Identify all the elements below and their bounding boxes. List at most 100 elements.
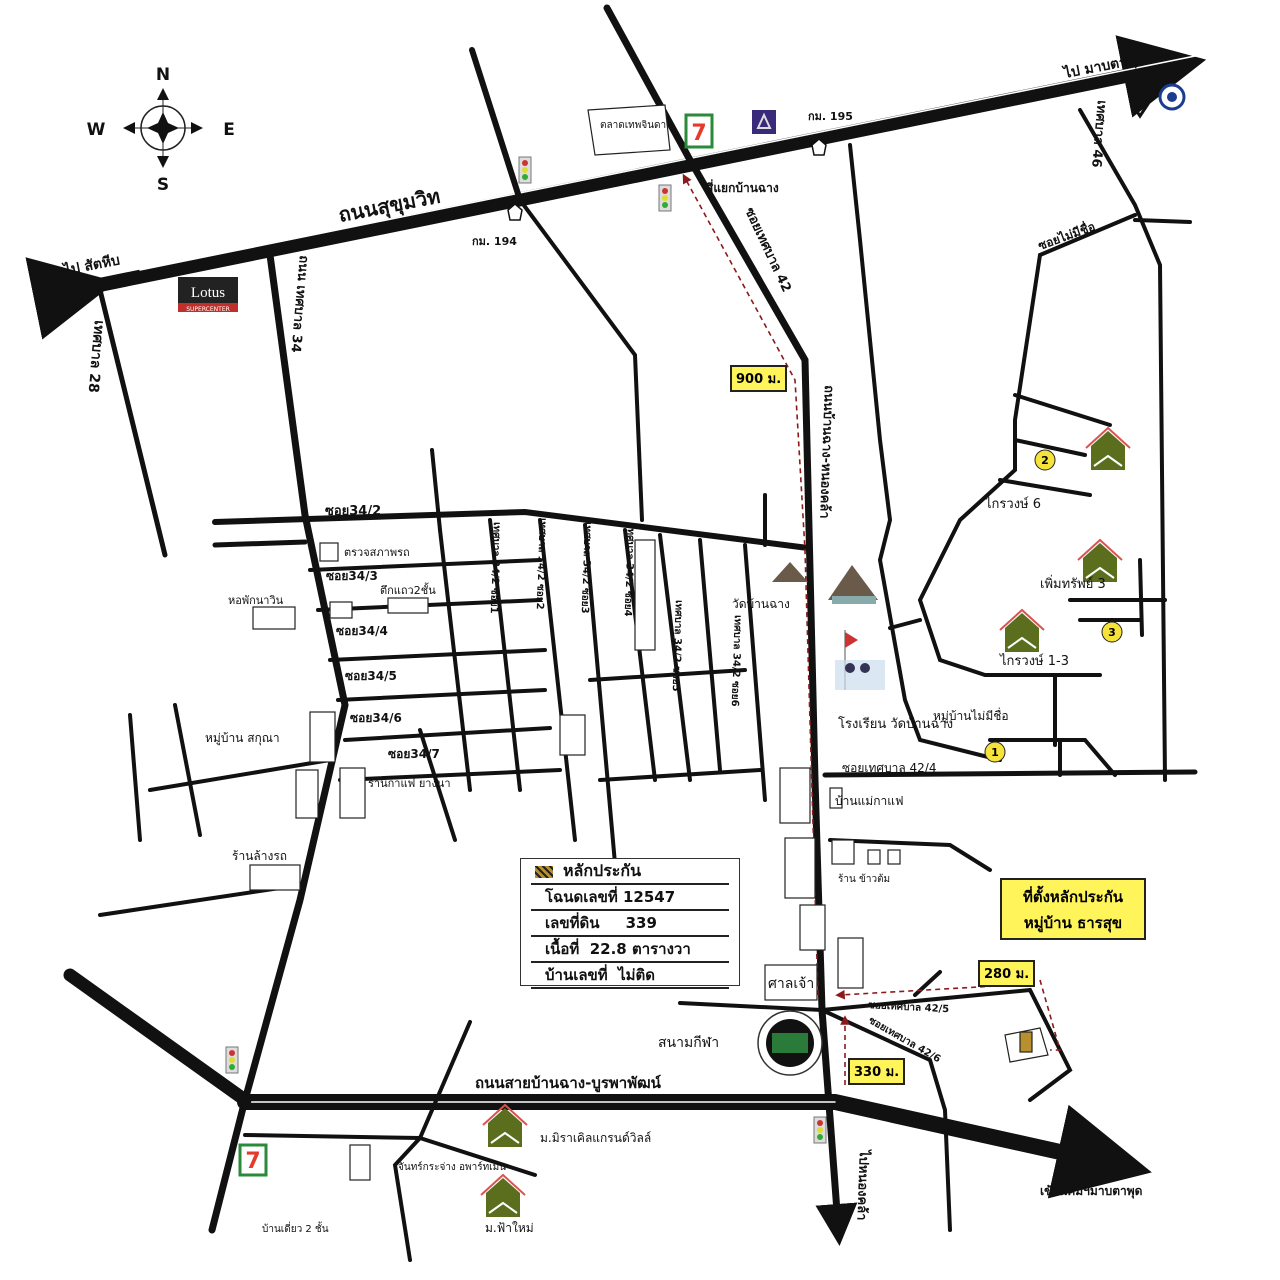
label-soi34-5: ซอย34/5 xyxy=(345,669,397,683)
label-soi34-6: ซอย34/6 xyxy=(350,711,402,725)
label-soi42-5: ซอยเทศบาล 42/5 xyxy=(868,1000,950,1015)
buildings xyxy=(249,104,1049,1181)
distance-900: 900 ม. xyxy=(730,365,788,392)
compass-s: S xyxy=(157,175,169,195)
label-to-estate: เข้านิคมฯมาบตาพุด xyxy=(1040,1184,1143,1199)
label-thesaban28: เทศบาล 28 xyxy=(85,320,107,394)
label-t342-3: เทศบาล 34/2 ซอย3 xyxy=(579,522,593,614)
label-temple: วัดบ้านฉาง xyxy=(732,597,790,611)
distance-280: 280 ม. xyxy=(978,960,1036,987)
location-line2: หมู่บ้าน ธารสุข xyxy=(1023,914,1123,932)
road-ban-chang-burapha xyxy=(237,1094,1152,1199)
traffic-light-icon xyxy=(518,156,532,184)
house-icon xyxy=(999,609,1045,653)
seven-eleven-icon: 7 xyxy=(238,1143,268,1177)
label-t342-2: เทศบาล 34/2 ซอย2 xyxy=(534,518,548,610)
label-soi34-7: ซอย34/7 xyxy=(388,747,440,761)
compass-n: N xyxy=(156,65,170,85)
label-t342-4: เทศบาล 34/2 ซอย4 xyxy=(622,525,636,617)
compass-w: W xyxy=(87,120,106,140)
svg-text:สี่แยกบ้านฉาง: สี่แยกบ้านฉาง xyxy=(706,179,779,195)
label-kraiwong6: ไกรวงษ์ 6 xyxy=(984,496,1041,512)
legend-land-no: เลขที่ดิน 339 xyxy=(531,911,729,937)
label-car-inspect: ตรวจสภาพรถ xyxy=(344,546,410,559)
label-village-sakuna: หมู่บ้าน สกุณา xyxy=(205,731,280,746)
collateral-legend: หลักประกัน โฉนดเลขที่ 12547 เลขที่ดิน 33… xyxy=(520,858,740,989)
label-market: ตลาดเทพจินดา xyxy=(600,120,666,131)
temple-icon xyxy=(772,562,878,604)
traffic-light-icon xyxy=(225,1046,239,1074)
house-icon xyxy=(1085,427,1131,471)
label-car-wash: ร้านล้างรถ xyxy=(232,849,287,863)
stadium-icon xyxy=(757,1010,823,1076)
road-north-1 xyxy=(469,47,523,203)
label-cafe: ร้านกาแฟ ยางนา xyxy=(368,777,451,790)
svg-text:3: 3 xyxy=(1108,626,1116,639)
label-house2: บ้านเดี่ยว 2 ชั้น xyxy=(262,1221,329,1235)
label-t342-1: เทศบาล 34/2 ซอย1 xyxy=(488,522,502,614)
label-ban-chang-burapha: ถนนสายบ้านฉาง-บูรพาพัฒน์ xyxy=(475,1074,662,1093)
label-kraiwong13: ไกรวงษ์ 1-3 xyxy=(999,653,1069,669)
label-to-nong-kho: ไปหนองคล้า xyxy=(854,1148,874,1221)
label-thesaban34: ถนน เทศบาล 34 xyxy=(288,255,311,354)
svg-text:7: 7 xyxy=(245,1149,260,1174)
label-soi34-2: ซอย34/2 xyxy=(325,504,381,519)
crosswalks xyxy=(295,539,864,989)
legend-area: เนื้อที่ 22.8 ตารางวา xyxy=(531,937,729,963)
traffic-light-icon xyxy=(813,1116,827,1144)
road-north-2 xyxy=(518,198,644,522)
label-miracle: ม.มิราเคิลแกรนด์วิลล์ xyxy=(540,1131,651,1145)
road-thesaban42 xyxy=(603,4,858,1246)
house-icon xyxy=(480,1174,526,1218)
compass-icon: N S W E xyxy=(87,65,235,195)
compass-e: E xyxy=(223,120,235,140)
label-shrine: ศาลเจ้า xyxy=(768,976,814,992)
location-box: ที่ตั้งหลักประกัน หมู่บ้าน ธารสุข xyxy=(1000,878,1146,940)
legend-house-no: บ้านเลขที่ ไม่ติด xyxy=(531,963,729,989)
label-km194: กม. 194 xyxy=(472,235,517,248)
label-school: โรงเรียน วัดบ้านฉาง xyxy=(838,716,953,732)
label-km195: กม. 195 xyxy=(808,110,853,123)
label-thesaban46: เทศบาล 46 xyxy=(1088,100,1109,168)
location-line1: ที่ตั้งหลักประกัน xyxy=(1022,888,1124,906)
legend-deed: โฉนดเลขที่ 12547 xyxy=(531,885,729,911)
village-markers: 1 2 3 xyxy=(984,449,1123,763)
label-stadium: สนามกีฬา xyxy=(658,1035,719,1051)
label-fah-mai: ม.ฟ้าใหม่ xyxy=(485,1221,534,1235)
distance-330: 330 ม. xyxy=(848,1058,906,1085)
road-thesaban28 xyxy=(97,287,168,558)
label-soi34-4: ซอย34/4 xyxy=(336,624,388,638)
label-soi42-4: ซอยเทศบาล 42/4 xyxy=(842,761,936,775)
traffic-light-icon xyxy=(658,184,672,212)
km-marker-icon xyxy=(507,138,827,221)
roads xyxy=(25,4,1207,1262)
label-dorm: หอพักนาวิน xyxy=(228,594,284,607)
house-icon xyxy=(482,1104,528,1148)
svg-text:SUPERCENTER: SUPERCENTER xyxy=(186,306,230,313)
collateral-plot xyxy=(1019,1031,1033,1053)
svg-text:2: 2 xyxy=(1041,454,1049,467)
label-thesaban42: ซอยเทศบาล 42 xyxy=(741,205,793,294)
label-t342-6: เทศบาล 34/2 ซอย6 xyxy=(729,615,743,707)
label-soi34-3: ซอย34/3 xyxy=(326,569,378,583)
label-rice-shop: ร้าน ข้าวต้ม xyxy=(838,873,890,885)
label-mae-cafe: บ้านแม่กาแฟ xyxy=(835,794,903,808)
bank-logo-icon xyxy=(1158,83,1186,111)
house-icon xyxy=(1077,539,1123,583)
label-t342-5: เทศบาล 34/2 ซอย5 xyxy=(670,600,684,692)
label-shophouse: ตึกแถว2ชั้น xyxy=(380,582,436,597)
svg-text:7: 7 xyxy=(691,121,706,146)
svg-text:Lotus: Lotus xyxy=(191,285,225,301)
road-sukhumvit-divider xyxy=(139,54,1201,271)
label-permsap3: เพิ่มทรัพย์ 3 xyxy=(1040,575,1106,592)
label-soi-no-name: ซอยไม่มีชื่อ xyxy=(1036,217,1097,252)
label-to-sattahip: ไป สัตหีบ xyxy=(60,250,121,279)
label-unnamed-village: หมู่บ้านไม่มีชื่อ xyxy=(933,707,1009,724)
svg-text:1: 1 xyxy=(991,746,999,759)
legend-title: หลักประกัน xyxy=(563,861,642,880)
road-soi34-2 xyxy=(212,508,811,551)
bank-icon xyxy=(752,110,776,134)
label-ban-chang-nong-kho: ถนนบ้านฉาง-หนองคล้า xyxy=(816,385,837,519)
